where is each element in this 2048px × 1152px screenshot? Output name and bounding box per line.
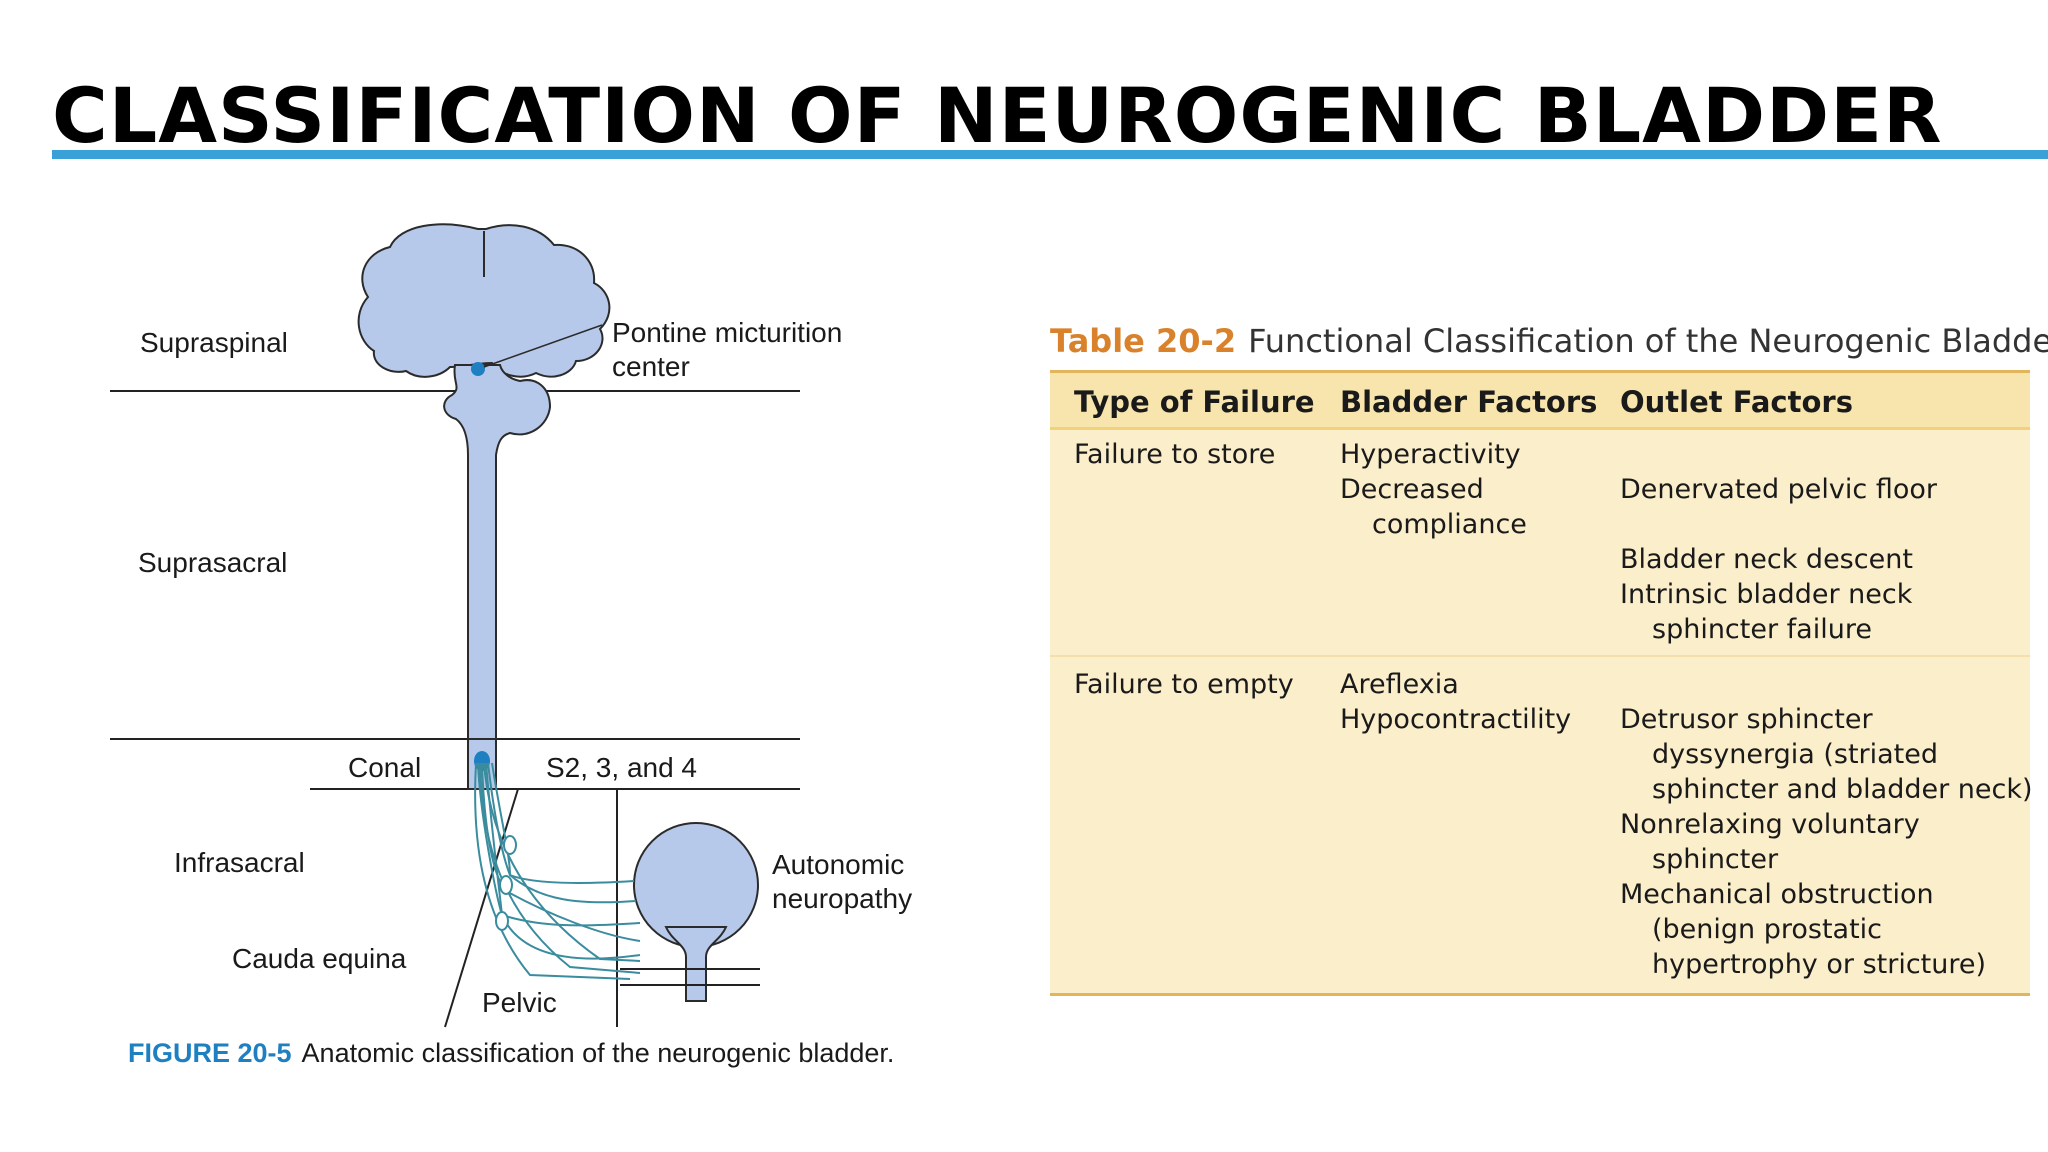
row2-outlet-line: (benign prostatic <box>1652 914 1883 945</box>
row1-outlet-line: sphincter failure <box>1652 614 1872 645</box>
label-neuropathy: neuropathy <box>772 883 913 914</box>
slide-title: CLASSIFICATION OF NEUROGENIC BLADDER <box>52 71 1943 160</box>
table-header-row: Type of Failure Bladder Factors Outlet F… <box>1050 373 2030 430</box>
label-pontine: Pontine micturition <box>612 317 843 348</box>
divider-diagonal <box>444 788 519 1028</box>
pontine-pointer <box>483 324 603 368</box>
figure-caption-number: FIGURE 20-5 <box>128 1038 292 1068</box>
row1-outlet-line: Bladder neck descent <box>1620 544 1913 575</box>
nerve-fibers <box>474 762 641 980</box>
row2-outlet-line: Mechanical obstruction <box>1620 879 1934 910</box>
row2-outlet-line: Nonrelaxing voluntary <box>1620 809 1920 840</box>
classification-table: Type of Failure Bladder Factors Outlet F… <box>1050 370 2033 996</box>
urethra-shape <box>664 926 728 1002</box>
label-pontine-center: center <box>612 351 690 382</box>
row2-bladder-line: Areflexia <box>1340 669 1459 700</box>
row1-bladder-line: Hyperactivity <box>1340 439 1521 470</box>
row1-outlet-line: Intrinsic bladder neck <box>1620 579 1913 610</box>
table-title-text: Functional Classification of the Neuroge… <box>1248 322 2048 360</box>
row2-type: Failure to empty <box>1074 669 1294 700</box>
row1-outlet-line: Denervated pelvic floor <box>1620 474 1937 505</box>
row2-outlet: Detrusor sphincter dyssynergia (striated… <box>1620 702 2033 982</box>
label-supraspinal: Supraspinal <box>140 327 288 358</box>
header-bladder-factors: Bladder Factors <box>1340 385 1598 419</box>
row1-bladder: Hyperactivity Decreased compliance <box>1340 437 1527 542</box>
figure-caption: FIGURE 20-5 Anatomic classification of th… <box>128 1038 894 1069</box>
nerve-ganglia <box>495 835 517 931</box>
label-s234: S2, 3, and 4 <box>546 752 698 783</box>
figure-caption-text: Anatomic classification of the neurogeni… <box>301 1038 895 1068</box>
row1-type: Failure to store <box>1074 439 1276 470</box>
brainstem-shape <box>443 364 552 740</box>
row2-outlet-line: Detrusor sphincter <box>1620 704 1873 735</box>
row2-outlet-line: dyssynergia (striated <box>1652 739 1939 770</box>
row2-bladder-line: Hypocontractility <box>1340 704 1572 735</box>
row1-bladder-line: compliance <box>1372 509 1527 540</box>
pontine-dot <box>471 362 485 376</box>
row1-outlet: Denervated pelvic floor Bladder neck des… <box>1620 472 1937 647</box>
brain-shape <box>357 223 611 378</box>
table-title-number: Table 20-2 <box>1050 322 1237 360</box>
anatomy-drawing <box>110 223 800 1028</box>
row-separator <box>1050 655 2030 657</box>
anatomy-figure: Supraspinal Pontine micturition center S… <box>100 215 940 1085</box>
header-type-of-failure: Type of Failure <box>1074 385 1315 419</box>
label-pelvic: Pelvic <box>482 987 557 1018</box>
label-conal: Conal <box>348 752 422 783</box>
header-outlet-factors: Outlet Factors <box>1620 385 1853 419</box>
label-autonomic: Autonomic <box>772 849 905 880</box>
label-cauda-equina: Cauda equina <box>232 943 407 974</box>
table-title: Table 20-2 Functional Classification of t… <box>1050 322 2048 360</box>
title-underline <box>52 150 2048 159</box>
row2-outlet-line: sphincter <box>1652 844 1779 875</box>
label-suprasacral: Suprasacral <box>138 547 288 578</box>
row2-outlet-line: hypertrophy or stricture) <box>1652 949 1987 980</box>
row1-bladder-line: Decreased <box>1340 474 1484 505</box>
row2-outlet-line: sphincter and bladder neck) <box>1652 774 2033 805</box>
label-infrasacral: Infrasacral <box>174 847 305 878</box>
row2-bladder: Areflexia Hypocontractility <box>1340 667 1571 737</box>
